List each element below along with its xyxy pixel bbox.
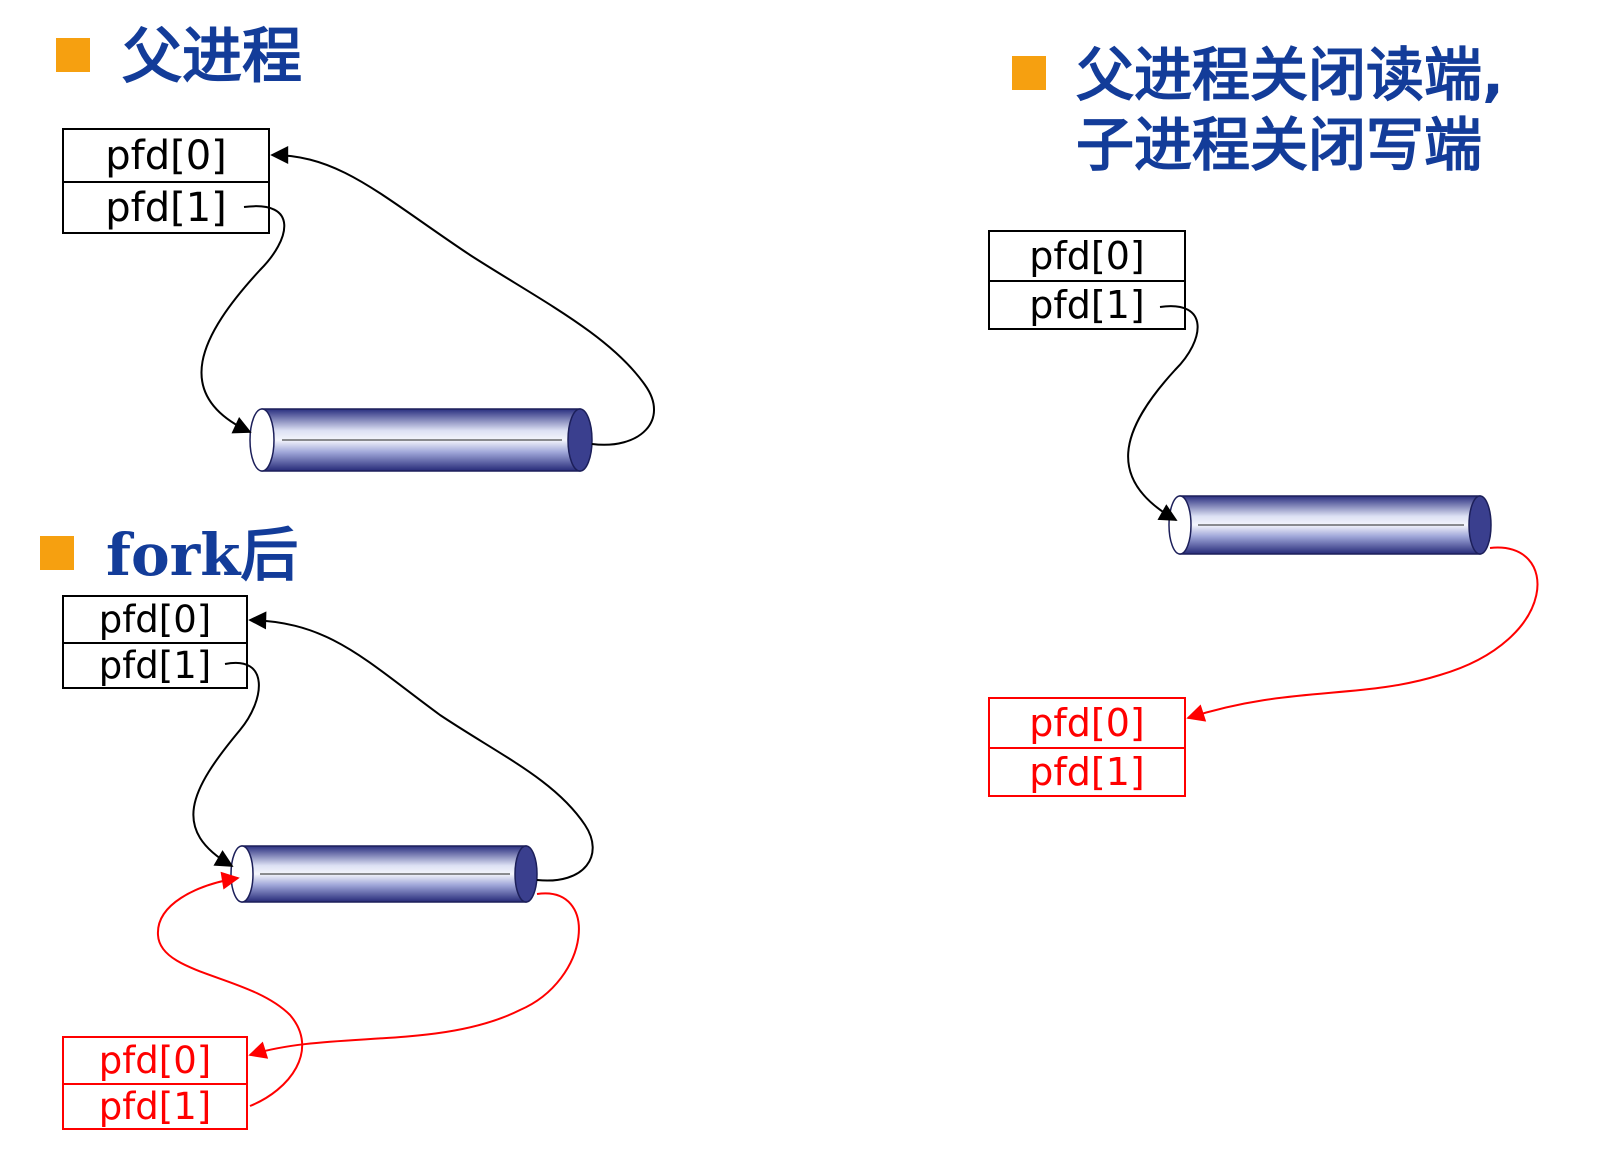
bullet-icon-fork [40,536,74,570]
header-parent-process: 父进程 [122,22,302,92]
fd-cell-read: pfd[0] [98,598,212,641]
arrow-fork-parent-write-to-pipe [192,661,260,867]
fd-cell-write: pfd[1] [64,181,268,232]
pipe-parent [249,408,593,472]
fd-table-final-parent: pfd[0] pfd[1] [988,230,1186,330]
fd-cell-write: pfd[1] [990,747,1184,795]
header-final-line1: 父进程关闭读端, [1076,41,1505,109]
fd-cell-write: pfd[1] [990,280,1184,328]
fd-table-fork-child: pfd[0] pfd[1] [62,1036,248,1130]
fd-cell-read: pfd[0] [1029,701,1145,745]
fd-cell-read: pfd[0] [105,132,227,179]
fd-table-fork-parent: pfd[0] pfd[1] [62,595,248,689]
fd-cell-write: pfd[1] [64,1083,246,1128]
fd-cell-write: pfd[1] [64,642,246,687]
arrow-parent-write-to-pipe [200,205,286,434]
arrow-final-pipe-to-child-read [1186,546,1539,722]
arrow-fork-pipe-to-child-read [248,892,580,1059]
arrow-fork-pipe-to-parent-read [248,611,594,882]
header-final-line2: 子进程关闭写端 [1076,111,1483,179]
fd-table-final-child: pfd[0] pfd[1] [988,697,1186,797]
pipe-after-fork [230,845,538,903]
arrow-final-parent-write-to-pipe [1127,305,1199,521]
arrow-fork-child-write-to-pipe [156,871,304,1107]
fd-cell-read: pfd[0] [1029,234,1145,278]
header-after-fork: fork后 [106,521,299,589]
pipe-final [1168,495,1492,555]
bullet-icon-parent [56,38,90,72]
fd-cell-read: pfd[0] [98,1039,212,1082]
bullet-icon-final [1012,56,1046,90]
arrow-pipe-to-parent-read [270,146,656,446]
fd-table-parent: pfd[0] pfd[1] [62,128,270,234]
